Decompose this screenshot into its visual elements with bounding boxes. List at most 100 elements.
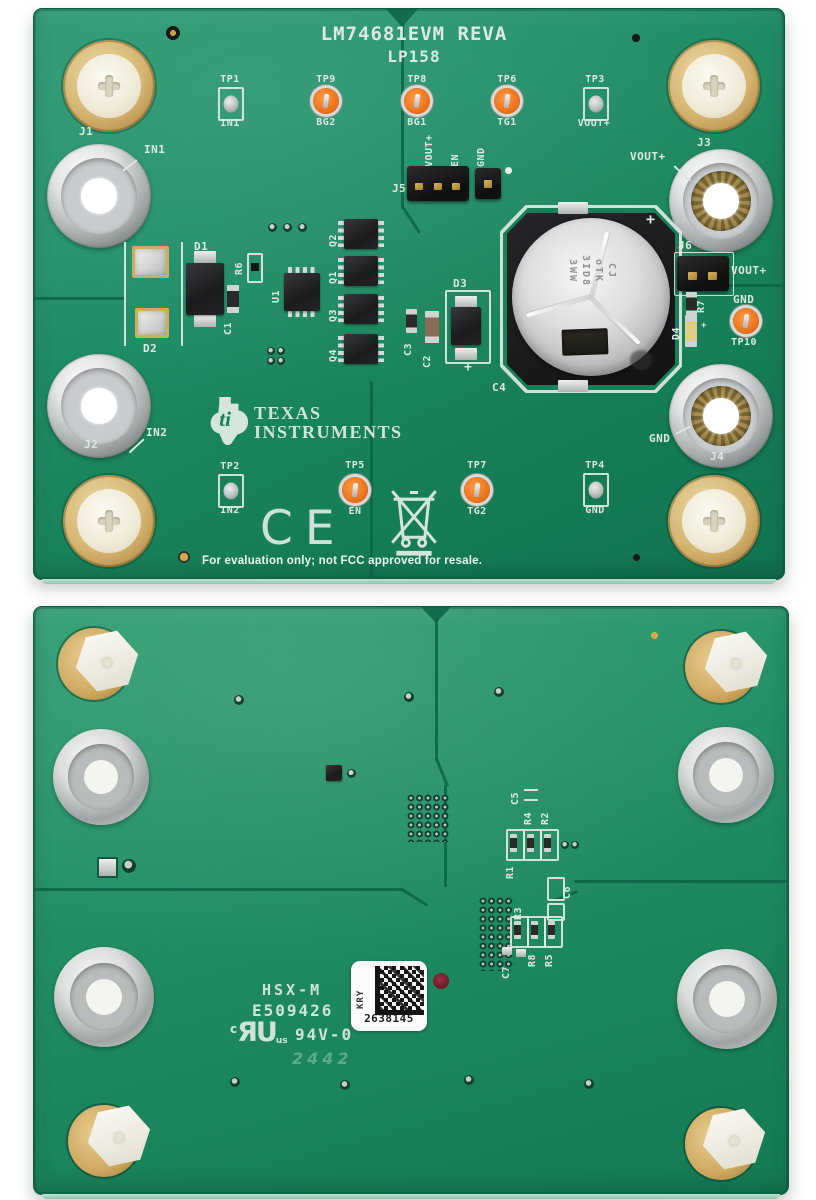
via-dot xyxy=(230,1077,240,1087)
terminal-back xyxy=(53,729,149,825)
weee-icon xyxy=(386,483,442,564)
q4-pins xyxy=(378,336,384,362)
d3-outline xyxy=(445,290,491,364)
u1-chip xyxy=(284,273,320,311)
q2-chip xyxy=(344,219,378,249)
trace-line xyxy=(370,381,373,579)
j5-pin xyxy=(415,183,423,190)
tp8-signal: BG1 xyxy=(407,117,427,128)
refdes-j4: J4 xyxy=(710,450,725,463)
refdes-r8: R8 xyxy=(527,953,538,967)
u1-pins xyxy=(288,267,316,273)
via-dot xyxy=(122,859,136,873)
trace-line xyxy=(34,888,404,891)
r7-resistor xyxy=(686,292,697,316)
ul-ru: ЯU xyxy=(237,1017,278,1048)
d1-pad xyxy=(194,315,216,327)
d4-led xyxy=(685,315,697,347)
fiducial-mark xyxy=(631,33,641,43)
tp3-signal: VOUT+ xyxy=(577,118,611,129)
q3-pins xyxy=(378,296,384,322)
eval-notice: For evaluation only; not FCC approved fo… xyxy=(202,555,483,567)
label-side-text: KRY xyxy=(356,989,366,1009)
c4-smudge xyxy=(630,350,652,370)
via-grid xyxy=(479,897,514,971)
q1-pins xyxy=(378,258,384,284)
board-subtitle: LP158 xyxy=(387,47,441,66)
tp10-ref: TP10 xyxy=(731,337,758,348)
polarity-plus: + xyxy=(646,210,656,228)
terminal-j3 xyxy=(669,149,773,253)
nylon-screw xyxy=(682,54,746,118)
tp10-signal: GND xyxy=(733,293,755,306)
via-dot xyxy=(584,1079,594,1089)
silkscreen-line xyxy=(524,799,538,801)
trace-line xyxy=(401,23,404,209)
refdes-r5: R5 xyxy=(544,953,555,967)
tp4-signal: GND xyxy=(585,505,605,516)
via-dot xyxy=(234,695,244,705)
tp5-signal: EN xyxy=(348,506,362,517)
datamatrix-barcode xyxy=(375,966,424,1015)
refdes-j5: J5 xyxy=(392,182,407,195)
nylon-screw xyxy=(682,489,746,553)
d1-diode xyxy=(186,263,224,315)
via-dot xyxy=(277,347,285,355)
pcb-back-photo: C5 R4 R2 R1 C6 R3 C7 R8 R5 HSX-M E509426… xyxy=(33,606,789,1199)
tp5-testpoint xyxy=(342,477,368,503)
c6-outline xyxy=(547,903,565,921)
signal-j2: IN2 xyxy=(146,426,168,439)
date-code: 2442 xyxy=(292,1049,353,1068)
bare-pad xyxy=(135,308,169,338)
silkscreen-line xyxy=(181,242,183,346)
via-dot xyxy=(340,1080,350,1090)
tp2-testpoint xyxy=(218,474,244,508)
refdes-d4: D4 xyxy=(671,326,682,340)
terminal-back xyxy=(678,727,774,823)
ce-mark: CE xyxy=(260,501,347,556)
nylon-screw xyxy=(77,54,141,118)
via-dot xyxy=(347,769,356,778)
barcode-label: KRY 2638145 xyxy=(351,961,427,1031)
trace-notch xyxy=(386,9,418,27)
terminal-back xyxy=(677,949,777,1049)
c4-tab xyxy=(558,202,588,214)
terminal-j3-hole xyxy=(703,183,739,219)
tp1-ref: TP1 xyxy=(220,74,240,85)
refdes-d1: D1 xyxy=(194,240,209,253)
trace-line xyxy=(34,297,126,300)
refdes-j6: J6 xyxy=(678,239,693,252)
flammability-rating: 94V-0 xyxy=(295,1025,354,1044)
tp9-signal: BG2 xyxy=(316,117,336,128)
tp1-testpoint xyxy=(218,87,244,121)
refdes-c4: C4 xyxy=(492,381,507,394)
via-dot xyxy=(404,692,414,702)
d3-pad xyxy=(455,348,477,360)
bare-pad xyxy=(132,246,169,278)
via-dot xyxy=(298,223,307,232)
fiducial-mark xyxy=(177,550,191,564)
tp7-testpoint xyxy=(464,477,490,503)
j5-pin xyxy=(484,180,492,188)
refdes-d3: D3 xyxy=(453,277,468,290)
q1-chip xyxy=(344,256,378,286)
refdes-c7: C7 xyxy=(501,965,512,979)
tp6-signal: TG1 xyxy=(497,117,517,128)
refdes-c2: C2 xyxy=(422,354,433,368)
tp6-testpoint xyxy=(494,88,520,114)
c4-marking: CJ oTK 3ID8 3WW xyxy=(567,254,617,288)
terminal-j4 xyxy=(669,364,773,468)
label-serial: 2638145 xyxy=(364,1012,414,1025)
terminal-j4-hole xyxy=(703,398,739,434)
tp1-signal: IN1 xyxy=(220,118,240,129)
refdes-c6: C6 xyxy=(562,885,573,899)
via-dot xyxy=(268,223,277,232)
via-dot xyxy=(267,357,275,365)
nylon-screw xyxy=(77,489,141,553)
tp5-ref: TP5 xyxy=(345,460,365,471)
silkscreen-line xyxy=(124,242,126,346)
c6-outline xyxy=(547,877,565,901)
c3-capacitor xyxy=(406,309,417,333)
refdes-j3: J3 xyxy=(697,136,712,149)
